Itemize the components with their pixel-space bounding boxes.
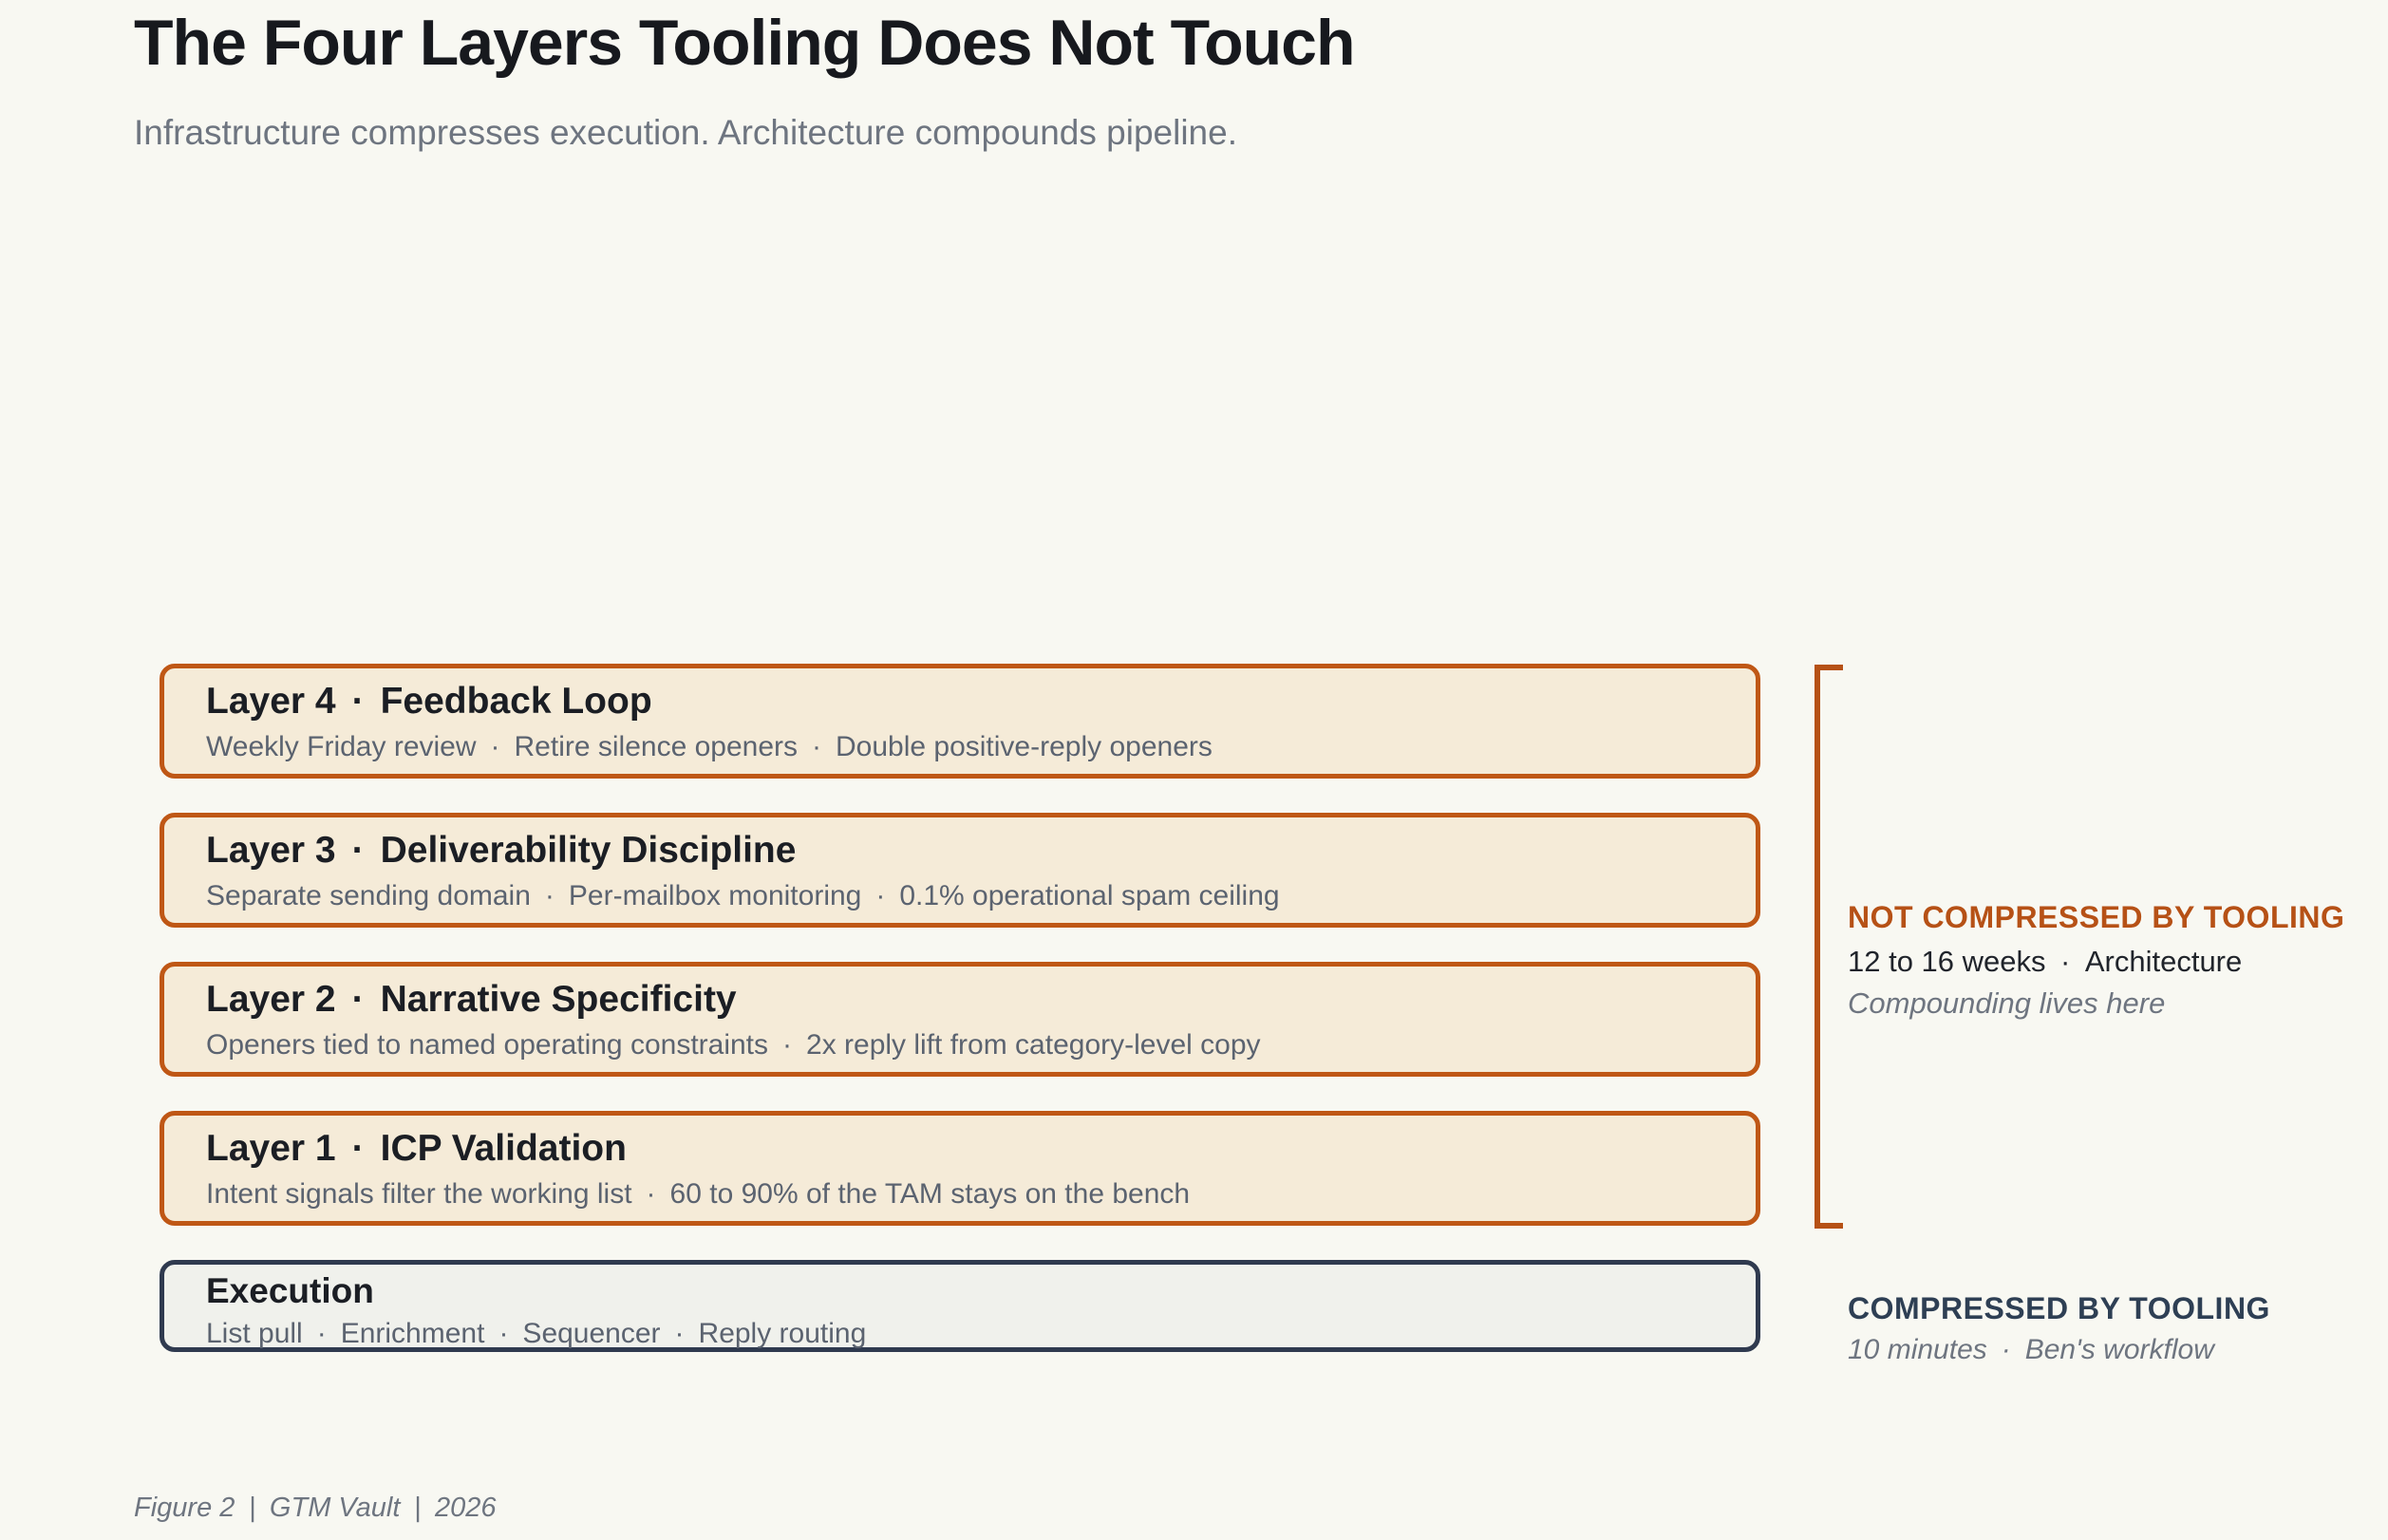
separator-dot: · [351, 681, 365, 722]
compressed-heading: COMPRESSED BY TOOLING [1848, 1291, 2270, 1325]
not-compressed-detail: 12 to 16 weeks · Architecture [1848, 944, 2243, 978]
layer-1-name: ICP Validation [380, 1128, 627, 1169]
not-compressed-heading: NOT COMPRESSED BY TOOLING [1848, 900, 2345, 934]
not-compressed-annotation: NOT COMPRESSED BY TOOLING 12 to 16 weeks… [1848, 900, 2379, 1021]
layer-1-box: Layer 1 · ICP Validation Intent signals fi… [160, 1111, 1760, 1226]
execution-subtitle: List pull · Enrichment · Sequencer · Rep… [206, 1317, 867, 1349]
separator-dot: · [351, 830, 365, 871]
layer-2-subtitle: Openers tied to named operating constrai… [206, 1029, 1261, 1061]
layer-4-label: Layer 4 [206, 681, 336, 722]
layer-4-box: Layer 4 · Feedback Loop Weekly Friday revi… [160, 664, 1760, 779]
layer-1-label: Layer 1 [206, 1128, 336, 1169]
layer-4-name: Feedback Loop [380, 681, 652, 722]
compressed-annotation: COMPRESSED BY TOOLING 10 minutes · Ben's… [1848, 1291, 2379, 1367]
not-compressed-note: Compounding lives here [1848, 986, 2166, 1020]
page-subtitle: Infrastructure compresses execution. Arc… [134, 113, 1237, 152]
layer-2-name: Narrative Specificity [380, 979, 737, 1020]
page-title: The Four Layers Tooling Does Not Touch [134, 7, 1356, 79]
execution-title: Execution [206, 1271, 374, 1310]
layer-2-label: Layer 2 [206, 979, 336, 1020]
execution-box: Execution List pull · Enrichment · Seque… [160, 1260, 1760, 1352]
layer-stack: Layer 4 · Feedback Loop Weekly Friday revi… [160, 664, 1760, 1352]
layer-3-title: Layer 3 · Deliverability Discipline [206, 830, 1714, 872]
layer-3-box: Layer 3 · Deliverability Discipline Separa… [160, 813, 1760, 928]
layer-1-subtitle: Intent signals filter the working list ·… [206, 1178, 1191, 1211]
separator-dot: · [351, 1128, 365, 1169]
figure-caption: Figure 2 | GTM Vault | 2026 [134, 1493, 497, 1523]
layer-1-title: Layer 1 · ICP Validation [206, 1128, 1714, 1170]
not-compressed-bracket [1815, 665, 1843, 1229]
layer-3-label: Layer 3 [206, 830, 336, 871]
compressed-detail: 10 minutes · Ben's workflow [1848, 1333, 2214, 1365]
layer-2-title: Layer 2 · Narrative Specificity [206, 979, 1714, 1021]
layer-3-subtitle: Separate sending domain · Per-mailbox mo… [206, 880, 1280, 912]
layer-3-name: Deliverability Discipline [380, 830, 797, 871]
separator-dot: · [351, 979, 365, 1020]
layer-4-title: Layer 4 · Feedback Loop [206, 681, 1714, 723]
layer-4-subtitle: Weekly Friday review · Retire silence op… [206, 731, 1213, 763]
layer-2-box: Layer 2 · Narrative Specificity Openers ti… [160, 962, 1760, 1077]
